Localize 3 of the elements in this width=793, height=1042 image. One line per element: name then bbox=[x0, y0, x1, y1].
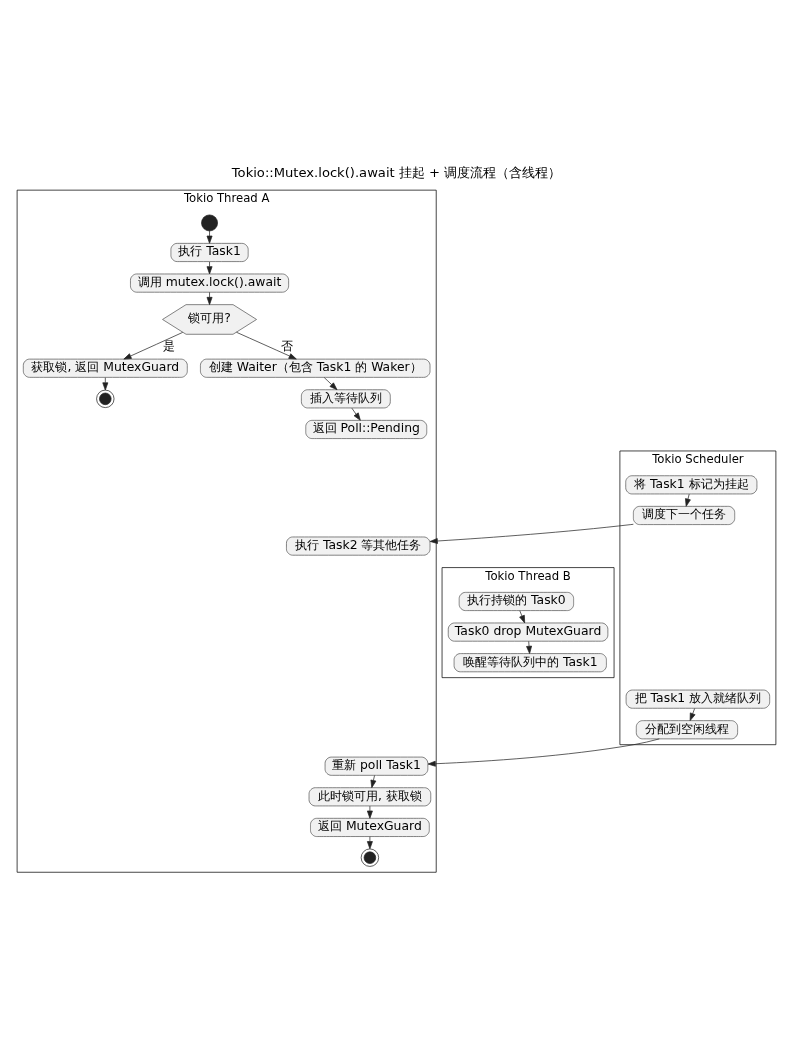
edge-label: 否 bbox=[280, 338, 293, 353]
diagram-title: Tokio::Mutex.lock().await 挂起 + 调度流程（含线程） bbox=[231, 165, 562, 181]
edge-label: 是 bbox=[163, 338, 176, 353]
